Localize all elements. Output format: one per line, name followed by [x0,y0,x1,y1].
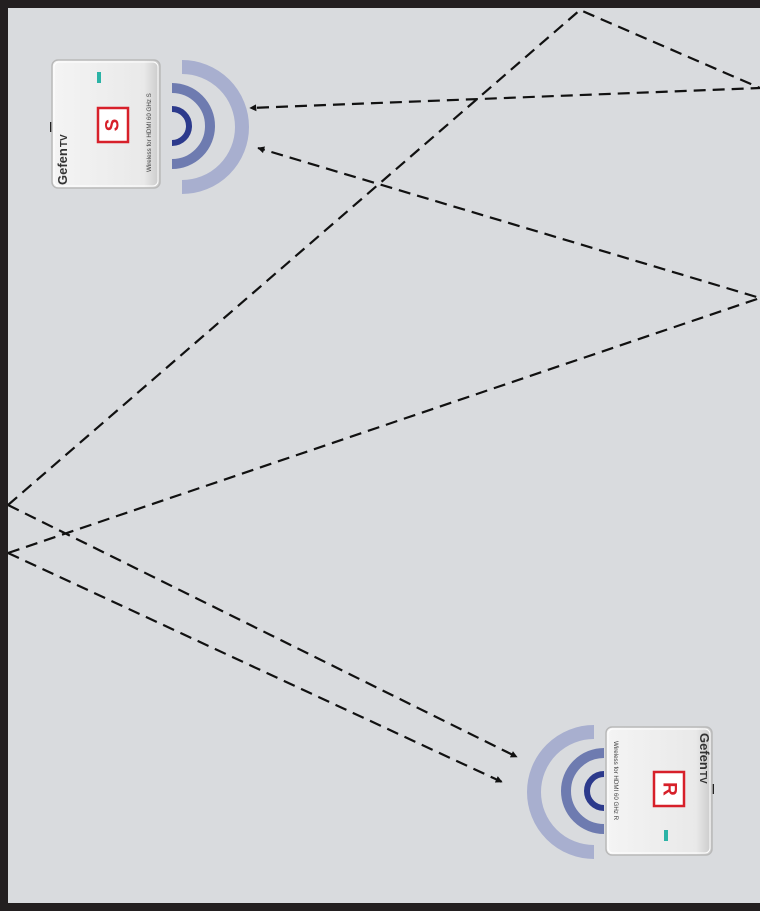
signal-path-lower [7,146,760,555]
sender-status-led [97,72,101,83]
receiver-brand-mark: TV [697,771,708,784]
receiver-unit-label-box [652,770,686,808]
signal-path-upper [7,8,760,506]
sender-brand: GefenTV [55,134,70,185]
sender-model-text: Wireless for HDMI 60 GHz S [146,93,153,172]
receiver-unit-label: R [659,782,680,796]
sender-device: S GefenTV Wireless for HDMI 60 GHz S [50,59,249,194]
sender-waves-icon [171,60,249,194]
receiver-brand: GefenTV [697,733,712,784]
receiver-model-text: Wireless for HDMI 60 GHz R [612,741,619,821]
sender-brand-mark: TV [59,134,70,147]
sender-unit-label: S [103,119,124,132]
signal-path-reflect-2 [7,552,503,783]
receiver-status-led [664,830,668,841]
signal-paths [7,8,760,783]
sender-unit-label-box [96,106,130,144]
receiver-device: R GefenTV Wireless for HDMI 60 GHz R [527,725,714,859]
receiver-waves-icon [527,725,605,859]
